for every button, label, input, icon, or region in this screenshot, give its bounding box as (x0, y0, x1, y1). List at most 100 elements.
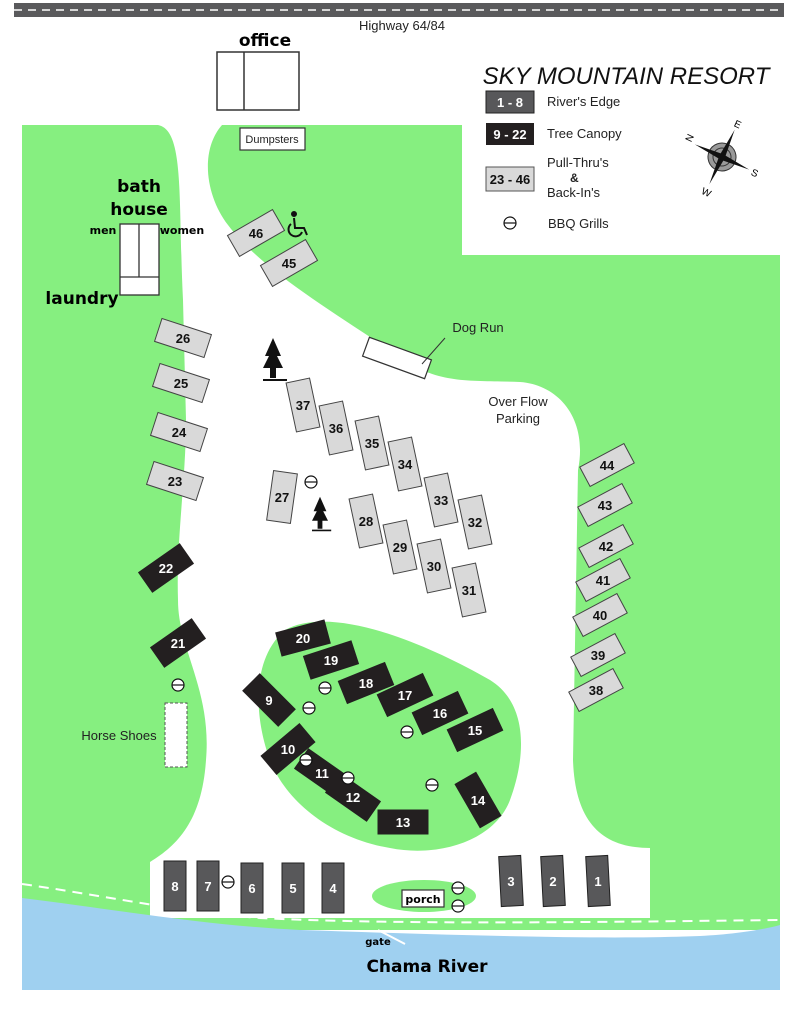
horse-shoes-pit[interactable] (164, 702, 188, 768)
campsite-31[interactable]: 31 (451, 562, 487, 618)
campsite-32[interactable]: 32 (457, 494, 493, 550)
campsite-pad[interactable] (348, 493, 384, 549)
campsite-pad[interactable] (321, 862, 345, 914)
campsite-36[interactable]: 36 (318, 400, 354, 456)
campsite-pad[interactable] (285, 377, 321, 433)
campsite-pad[interactable] (498, 854, 524, 908)
dog-run-area[interactable] (361, 336, 433, 380)
campsite-15[interactable]: 15 (446, 707, 504, 753)
campsite-pad[interactable] (423, 472, 459, 528)
campsite-pad[interactable] (240, 862, 264, 914)
campsite-pad[interactable] (540, 854, 566, 908)
campsite-pad[interactable] (416, 538, 452, 594)
campsite-pad[interactable] (266, 470, 298, 524)
campsite-pad[interactable] (196, 860, 220, 912)
campsite-pad[interactable] (149, 411, 209, 453)
campsite-pad[interactable] (457, 494, 493, 550)
campsite-pad[interactable] (275, 619, 331, 657)
campsite-8[interactable]: 8 (163, 860, 187, 912)
office-building[interactable] (216, 51, 300, 111)
campsite-pad[interactable] (377, 809, 429, 835)
campsite-pad[interactable] (260, 723, 316, 775)
campsite-13[interactable]: 13 (377, 809, 429, 835)
campsite-pad[interactable] (324, 772, 382, 822)
campsite-25[interactable]: 25 (151, 362, 211, 404)
campsite-18[interactable]: 18 (337, 661, 395, 705)
campsite-pad[interactable] (568, 667, 624, 713)
campsite-pad[interactable] (354, 415, 390, 471)
campsite-4[interactable]: 4 (321, 862, 345, 914)
campsite-pad[interactable] (570, 632, 626, 678)
campsite-39[interactable]: 39 (570, 632, 626, 678)
campsite-pad[interactable] (318, 400, 354, 456)
campsite-pad[interactable] (446, 707, 504, 753)
dog-run-pointer (421, 337, 446, 365)
campsite-pad[interactable] (163, 860, 187, 912)
campsite-17[interactable]: 17 (376, 672, 434, 718)
campsite-10[interactable]: 10 (260, 723, 316, 775)
campsite-pad[interactable] (575, 557, 631, 603)
bbq-grill-icon (171, 678, 185, 692)
campsite-pad[interactable] (153, 317, 213, 359)
campsite-27[interactable]: 27 (266, 470, 298, 524)
campsite-45[interactable]: 45 (259, 238, 319, 288)
campsite-37[interactable]: 37 (285, 377, 321, 433)
campsite-pad[interactable] (572, 592, 628, 638)
campsite-38[interactable]: 38 (568, 667, 624, 713)
campsite-40[interactable]: 40 (572, 592, 628, 638)
campsite-pad[interactable] (382, 519, 418, 575)
campsite-pad[interactable] (226, 208, 286, 258)
campsite-pad[interactable] (454, 771, 502, 829)
chama-river (22, 898, 780, 990)
campsite-41[interactable]: 41 (575, 557, 631, 603)
campsite-28[interactable]: 28 (348, 493, 384, 549)
campsite-19[interactable]: 19 (302, 640, 360, 680)
campsite-23[interactable]: 23 (145, 460, 205, 502)
campsite-46[interactable]: 46 (226, 208, 286, 258)
campsite-3[interactable]: 3 (498, 854, 524, 908)
campsite-pad[interactable] (578, 523, 634, 569)
campsite-pad[interactable] (451, 562, 487, 618)
campsite-21[interactable]: 21 (149, 618, 207, 668)
campsite-24[interactable]: 24 (149, 411, 209, 453)
campsite-pad[interactable] (145, 460, 205, 502)
campsite-pad[interactable] (579, 442, 635, 488)
campsite-22[interactable]: 22 (137, 543, 195, 593)
campsite-pad[interactable] (302, 640, 360, 680)
campsite-14[interactable]: 14 (454, 771, 502, 829)
campsite-pad[interactable] (242, 673, 296, 727)
campsite-9[interactable]: 9 (242, 673, 296, 727)
porch-box[interactable] (401, 889, 445, 908)
campsite-7[interactable]: 7 (196, 860, 220, 912)
campsite-pad[interactable] (387, 436, 423, 492)
campsite-33[interactable]: 33 (423, 472, 459, 528)
legend-label-and: & (570, 171, 579, 185)
campsite-1[interactable]: 1 (585, 854, 611, 908)
campsite-16[interactable]: 16 (411, 690, 469, 736)
campsite-pad[interactable] (376, 672, 434, 718)
campsite-pad[interactable] (149, 618, 207, 668)
campsite-pad[interactable] (411, 690, 469, 736)
bbq-grill-icon (451, 899, 465, 913)
campsite-42[interactable]: 42 (578, 523, 634, 569)
campsite-34[interactable]: 34 (387, 436, 423, 492)
dumpsters-box[interactable] (239, 127, 306, 151)
campsite-30[interactable]: 30 (416, 538, 452, 594)
campsite-5[interactable]: 5 (281, 862, 305, 914)
campsite-pad[interactable] (151, 362, 211, 404)
campsite-pad[interactable] (281, 862, 305, 914)
campsite-pad[interactable] (259, 238, 319, 288)
campsite-26[interactable]: 26 (153, 317, 213, 359)
campsite-pad[interactable] (337, 661, 395, 705)
campsite-20[interactable]: 20 (275, 619, 331, 657)
campsite-35[interactable]: 35 (354, 415, 390, 471)
campsite-12[interactable]: 12 (324, 772, 382, 822)
campsite-44[interactable]: 44 (579, 442, 635, 488)
campsite-29[interactable]: 29 (382, 519, 418, 575)
campsite-43[interactable]: 43 (577, 482, 633, 528)
campsite-pad[interactable] (577, 482, 633, 528)
campsite-pad[interactable] (585, 854, 611, 908)
campsite-pad[interactable] (137, 543, 195, 593)
campsite-6[interactable]: 6 (240, 862, 264, 914)
campsite-2[interactable]: 2 (540, 854, 566, 908)
